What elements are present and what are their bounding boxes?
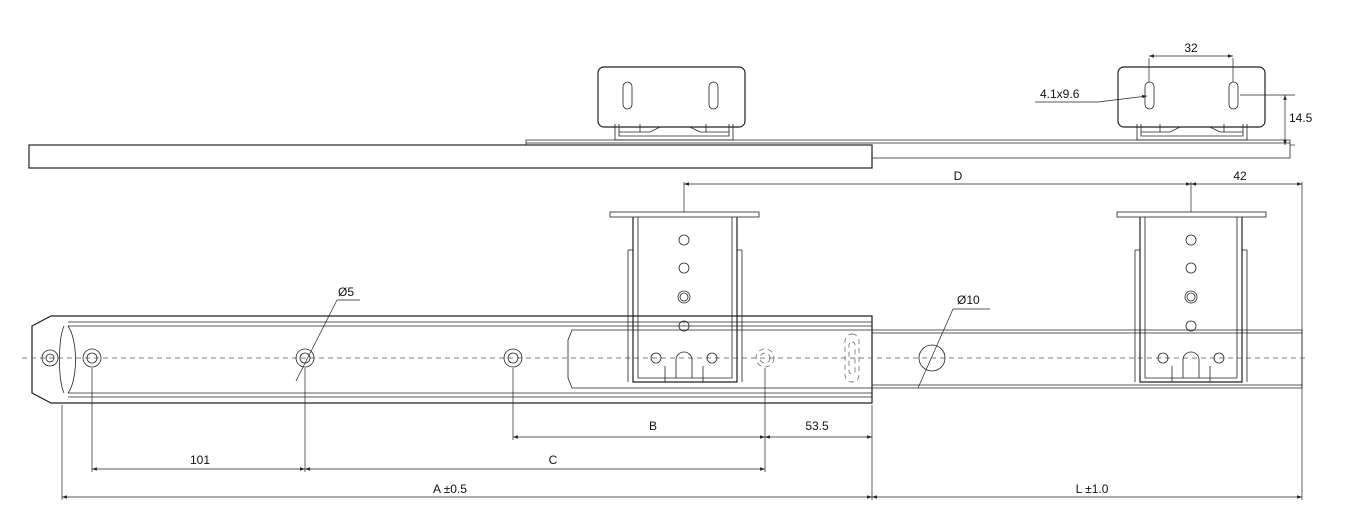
plan-bracket-right: [1116, 211, 1267, 383]
inner-rail-hole-10: [918, 344, 946, 372]
dim-14-5-label: 14.5: [1289, 111, 1313, 125]
top-bracket-left: [597, 66, 746, 141]
dim-L-label: L ±1.0: [1076, 482, 1109, 496]
outer-rail-hole-4: [755, 348, 775, 368]
dim-14-5: 14.5: [1240, 94, 1313, 146]
bottom-view: Ø5 Ø10: [22, 211, 1308, 404]
outer-rail-hole-3: [503, 348, 523, 368]
top-rail-inner: [525, 139, 1291, 159]
top-bracket-right: [1117, 66, 1266, 141]
dim-B-label: B: [649, 419, 657, 433]
dim-slot-label: 4.1x9.6: [1040, 87, 1080, 101]
dim-dia5-label: Ø5: [338, 285, 354, 299]
dim-dia5: Ø5: [295, 285, 360, 382]
dim-C-label: C: [549, 453, 558, 467]
dim-A-label: A ±0.5: [433, 482, 467, 496]
outer-rail-hole-1: [82, 348, 102, 368]
dim-53-5-label: 53.5: [805, 419, 829, 433]
dim-101-label: 101: [190, 453, 210, 467]
top-view: 32 4.1x9.6 14.5: [28, 41, 1313, 169]
outer-rail: [31, 315, 873, 404]
dim-D-label: D: [954, 169, 963, 183]
dim-42-label: 42: [1233, 169, 1247, 183]
dim-D-42: D 42: [683, 169, 1303, 500]
top-rail-outer: [28, 144, 873, 169]
dim-dia10: Ø10: [917, 293, 990, 389]
dim-dia10-label: Ø10: [957, 293, 980, 307]
dim-32-label: 32: [1184, 41, 1198, 55]
dim-slot: 4.1x9.6: [1035, 87, 1148, 103]
plan-bracket-left: [609, 211, 760, 383]
dim-32: 32: [1148, 41, 1234, 82]
inner-rail: [567, 329, 1303, 389]
bottom-dimensions: B 53.5 101 C A ±0.5 L ±1.0: [61, 368, 1302, 500]
